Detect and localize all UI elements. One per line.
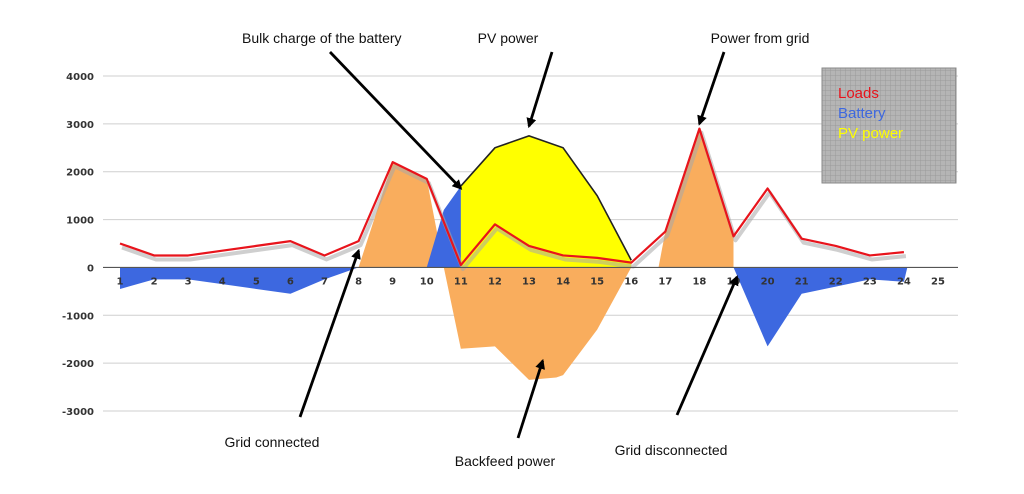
pv-power-outline xyxy=(460,134,632,261)
y-tick-label: -2000 xyxy=(62,359,94,370)
x-tick-label: 18 xyxy=(692,276,706,287)
annotation-arrow xyxy=(697,51,726,126)
annotation-arrow xyxy=(526,51,554,129)
x-tick-label: 3 xyxy=(185,276,192,287)
line-series xyxy=(119,127,907,272)
legend-entry: PV power xyxy=(838,125,903,142)
annotations: Bulk charge of the battery PV power Power … xyxy=(225,30,810,469)
legend-box xyxy=(821,67,957,184)
x-tick-label: 9 xyxy=(389,276,396,287)
annotation-arrow xyxy=(328,51,463,190)
annotation-label: Grid disconnected xyxy=(615,442,728,458)
x-tick-label: 23 xyxy=(863,276,877,287)
backfeed-area xyxy=(658,128,734,268)
annotation-label: Bulk charge of the battery xyxy=(242,30,402,46)
x-tick-label: 4 xyxy=(219,276,226,287)
x-tick-label: 11 xyxy=(454,276,468,287)
annotation-label: PV power xyxy=(478,30,539,46)
x-tick-label: 17 xyxy=(658,276,672,287)
x-tick-label: 2 xyxy=(151,276,158,287)
x-tick-label: 7 xyxy=(321,276,328,287)
x-tick-label: 8 xyxy=(355,276,362,287)
y-tick-label: -3000 xyxy=(62,407,94,418)
loads-line xyxy=(119,127,905,267)
x-tick-label: 13 xyxy=(522,276,536,287)
x-tick-label: 14 xyxy=(556,276,570,287)
pv-power-area xyxy=(460,135,632,268)
legend-entry: Loads xyxy=(838,85,879,102)
backfeed-area xyxy=(358,162,632,380)
annotation-label: Grid connected xyxy=(225,434,320,450)
x-tick-label: 22 xyxy=(829,276,843,287)
x-tick-label: 21 xyxy=(795,276,809,287)
y-tick-label: 3000 xyxy=(66,120,94,131)
legend-entry: Battery xyxy=(838,105,886,122)
annotation-arrow xyxy=(516,358,545,439)
annotation-label: Power from grid xyxy=(711,30,810,46)
y-tick-label: 0 xyxy=(87,263,94,274)
x-tick-label: 12 xyxy=(488,276,502,287)
x-tick-label: 20 xyxy=(761,276,775,287)
annotation-arrow xyxy=(675,275,739,416)
y-tick-label: 2000 xyxy=(66,168,94,179)
x-tick-label: 16 xyxy=(624,276,638,287)
x-tick-label: 6 xyxy=(287,276,294,287)
x-tick-label: 1 xyxy=(117,276,124,287)
y-tick-label: -1000 xyxy=(62,311,94,322)
annotation-label: Backfeed power xyxy=(455,453,556,469)
x-tick-label: 15 xyxy=(590,276,604,287)
x-tick-label: 25 xyxy=(931,276,945,287)
y-tick-label: 4000 xyxy=(66,72,94,83)
x-tick-label: 10 xyxy=(420,276,434,287)
y-tick-label: 1000 xyxy=(66,216,94,227)
x-tick-label: 5 xyxy=(253,276,260,287)
x-tick-label: 24 xyxy=(897,276,911,287)
annotation-arrow xyxy=(298,248,361,418)
